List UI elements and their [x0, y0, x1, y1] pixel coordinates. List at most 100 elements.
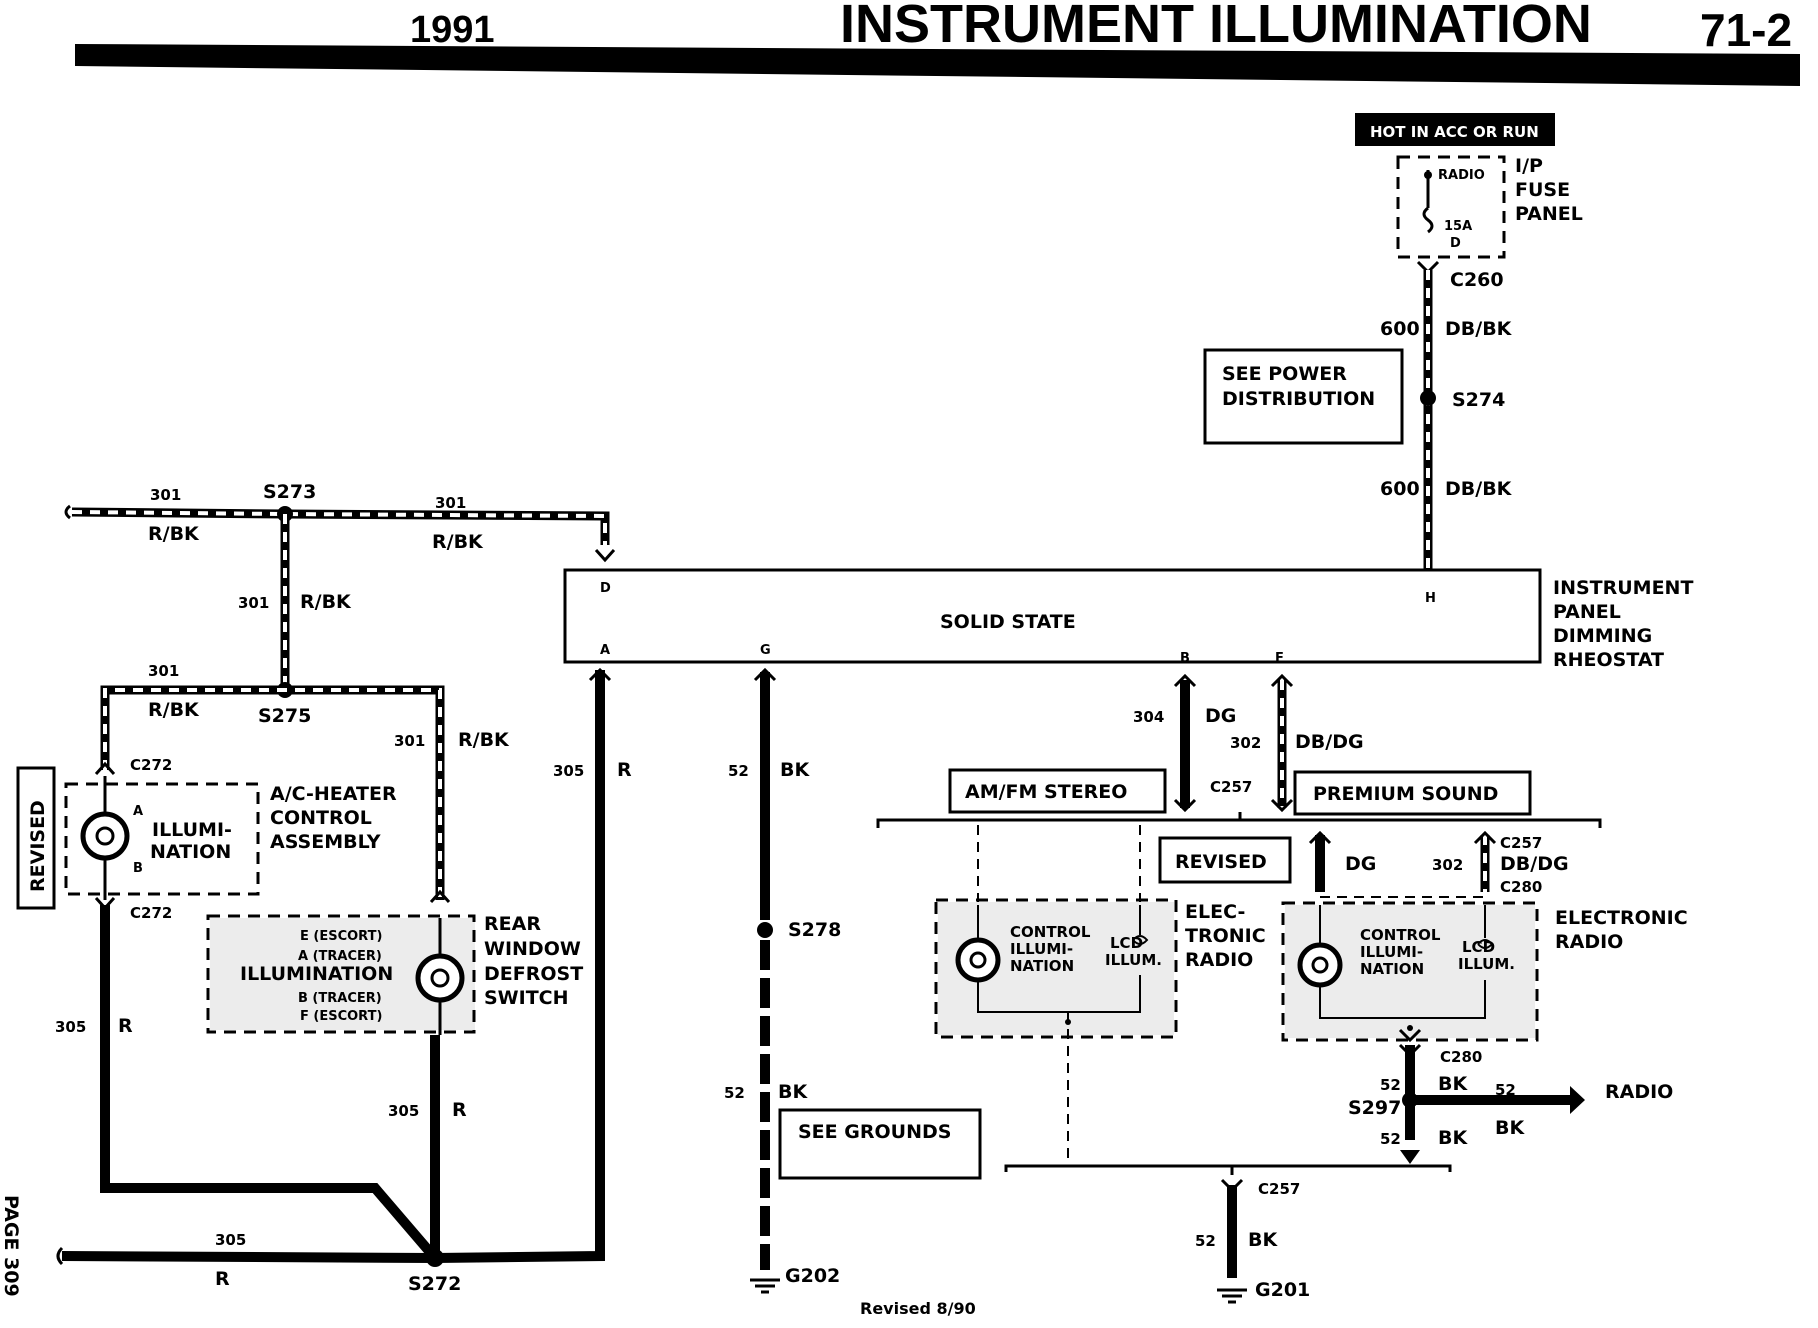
s272-label: S272 — [408, 1273, 461, 1295]
wire-52-premium-color-upper: BK — [1438, 1073, 1468, 1095]
elec-radio-name-3: RADIO — [1185, 949, 1253, 971]
wire-302-premium-code: 302 — [1432, 856, 1463, 874]
premium-sound-label: PREMIUM SOUND — [1313, 783, 1498, 805]
defrost-pin-b: B (TRACER) — [298, 991, 382, 1006]
elec-radio-lcd-icon — [1132, 935, 1149, 945]
fuse-top-node — [1424, 171, 1432, 179]
rheostat-pin-a: A — [600, 643, 610, 658]
elec-radio-lcd-1: LCD — [1110, 934, 1143, 952]
wire-305-code-rheo: 305 — [553, 762, 584, 780]
fuse-panel-label-3: PANEL — [1515, 203, 1583, 225]
rheostat-pin-g: G — [760, 643, 771, 658]
wire-52-premium-code-upper: 52 — [1380, 1076, 1401, 1094]
wire-305-color-rheo: R — [617, 759, 632, 781]
rheostat-a-connector — [588, 667, 612, 682]
g201-label: G201 — [1255, 1279, 1310, 1301]
wire-301-code-right: 301 — [435, 494, 466, 512]
wire-305-code-bottom: 305 — [215, 1231, 246, 1249]
c280-premium-label: C280 — [1500, 878, 1542, 896]
defrost-pin-e: E (ESCORT) — [300, 929, 382, 944]
g201-return: C257 52 BK G201 — [1004, 1164, 1452, 1304]
radio-feed-arrow — [1570, 1086, 1585, 1114]
wire-dg-premium-color: DG — [1345, 853, 1376, 875]
rheostat: SOLID STATE D A G H B F INSTRUMENT PANEL… — [563, 568, 1693, 671]
g201-ground-icon — [1217, 1288, 1247, 1304]
s274-label: S274 — [1452, 389, 1505, 411]
wire-600-color-lower: DB/BK — [1445, 478, 1513, 500]
rheostat-box — [563, 568, 1542, 664]
fuse-icon — [1422, 206, 1434, 234]
premium-radio-lamp-icon — [1297, 942, 1343, 988]
ac-heater-name-1: A/C-HEATER — [270, 783, 397, 805]
wire-52-premium-color-lower: BK — [1438, 1127, 1468, 1149]
header-year: 1991 — [410, 9, 495, 51]
ground-bracket — [1004, 1164, 1452, 1172]
defrost-lamp-icon — [415, 953, 465, 1003]
s274-splice — [1420, 390, 1436, 406]
wire-304-code: 304 — [1133, 708, 1164, 726]
defrost-top-connector — [429, 889, 451, 904]
s273-label: S273 — [263, 481, 316, 503]
wire-52-code-upper: 52 — [728, 762, 749, 780]
see-power-label-1: SEE POWER — [1222, 363, 1347, 385]
defrost-pin-a: A (TRACER) — [298, 949, 382, 964]
rheostat-outputs: 304 DG 302 DB/DG C257 AM/FM STEREO PREMI… — [876, 673, 1602, 828]
revised-date: Revised 8/90 — [860, 1299, 976, 1318]
rheostat-d-connector — [594, 548, 616, 563]
g202-label: G202 — [785, 1265, 840, 1287]
rheostat-body-label: SOLID STATE — [940, 611, 1076, 633]
rheostat-name-4: RHEOSTAT — [1553, 649, 1664, 671]
fuse-rating: 15A — [1444, 219, 1472, 234]
premium-radio-ctrl-2: ILLUMI- — [1360, 943, 1423, 961]
amfm-stereo-label: AM/FM STEREO — [965, 781, 1127, 803]
elec-radio-ctrl-1: CONTROL — [1010, 923, 1091, 941]
electronic-radio-std: CONTROL ILLUMI- NATION LCD ILLUM. ELEC- … — [934, 825, 1266, 1166]
defrost-illum: ILLUMINATION — [240, 963, 393, 985]
header: 1991 INSTRUMENT ILLUMINATION 71-2 — [75, 0, 1800, 86]
wire-301-code-left: 301 — [150, 486, 181, 504]
s278-label: S278 — [788, 919, 841, 941]
wire-301-color-right: R/BK — [432, 531, 484, 553]
wire-301-code-vert: 301 — [238, 594, 269, 612]
defrost-name-2: WINDOW — [484, 938, 581, 960]
c272-top-label: C272 — [130, 756, 172, 774]
wire-305-break-icon — [56, 1246, 64, 1266]
premium-sound-box — [1293, 770, 1532, 816]
electronic-radio-premium: DG 302 DB/DG C257 C280 CONTROL ILLUMI- N… — [1281, 830, 1688, 1164]
wire-52-feed-code: 52 — [1495, 1081, 1516, 1099]
defrost-name-4: SWITCH — [484, 987, 569, 1009]
revised-side-box — [16, 766, 56, 910]
c272-bottom-label: C272 — [130, 904, 172, 922]
ac-heater-name-2: CONTROL — [270, 807, 372, 829]
premium-radio-box — [1281, 901, 1539, 1042]
wire-301-color-vert: R/BK — [300, 591, 352, 613]
rheostat-pin-d: D — [600, 581, 611, 596]
side-tags: REVISED PAGE 309 — [0, 766, 56, 1297]
ac-heater-illum-1: ILLUMI- — [152, 819, 232, 841]
s275-label: S275 — [258, 705, 311, 727]
premium-radio-name-1: ELECTRONIC — [1555, 907, 1688, 929]
wire-52-color-lower: BK — [778, 1081, 808, 1103]
elec-radio-lamp-icon — [955, 937, 1001, 983]
wire-301-color-defrost: R/BK — [458, 729, 510, 751]
elec-radio-name-2: TRONIC — [1185, 925, 1266, 947]
wire-52-premium-code-lower: 52 — [1380, 1130, 1401, 1148]
hot-in-acc-run-banner — [1355, 113, 1555, 146]
wire-305-color-defrost: R — [452, 1099, 467, 1121]
wire-600-code-upper: 600 — [1380, 318, 1420, 340]
wire-305-code-left: 305 — [55, 1018, 86, 1036]
s278-splice — [757, 922, 773, 938]
rheostat-pin-h: H — [1425, 591, 1436, 606]
wire-305-code-defrost: 305 — [388, 1102, 419, 1120]
premium-radio-lcd-2: ILLUM. — [1458, 955, 1515, 973]
elec-radio-box — [934, 898, 1178, 1039]
radio-option-bracket — [876, 818, 1602, 828]
rheostat-pin-b: B — [1180, 651, 1190, 666]
ac-heater-box — [64, 782, 260, 896]
wire-301-code-branch: 301 — [148, 662, 179, 680]
wire-301-code-defrost: 301 — [394, 732, 425, 750]
revised-side-label: REVISED — [27, 800, 49, 892]
wire-52-g201-code: 52 — [1195, 1232, 1216, 1250]
ac-heater-illum-2: NATION — [150, 841, 231, 863]
